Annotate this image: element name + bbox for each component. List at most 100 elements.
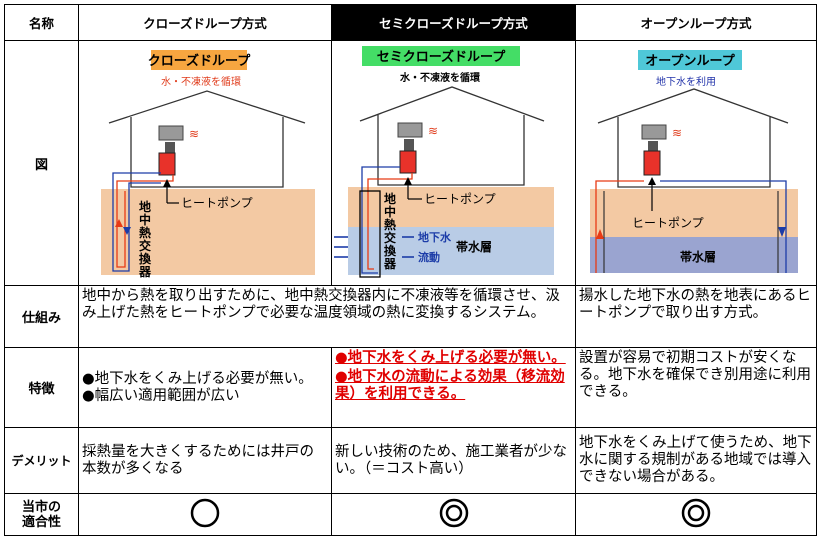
double-circle-icon xyxy=(439,498,468,527)
suitability-row: 当市の 適合性 xyxy=(4,493,817,536)
closed-exchanger-label: 地 中 熱 交 換 器 xyxy=(138,199,152,279)
demerit-open: 地下水をくみ上げて使うため、地下水に関する規制がある地域では導入できない場合があ… xyxy=(575,427,817,494)
soil-layer xyxy=(101,189,315,275)
svg-text:地: 地 xyxy=(384,191,396,206)
heat-wave-icon: ≋ xyxy=(672,126,682,140)
indoor-unit-icon xyxy=(641,124,667,140)
heat-pump-icon xyxy=(158,152,176,176)
svg-text:器: 器 xyxy=(138,265,152,279)
features-open: 設置が容易で初期コストが安くなる。地下水を確保でき別用途に利用できる。 xyxy=(575,347,817,428)
soil-layer xyxy=(348,187,554,227)
open-loop-diagram: オープンループ 地下水を利用 ≋ ヒートポンプ 帯水層 xyxy=(590,50,798,273)
aquifer-layer xyxy=(348,227,554,275)
row-label-mechanism: 仕組み xyxy=(4,285,79,348)
suitability-semi xyxy=(331,493,576,536)
mechanism-open: 揚水した地下水の熱を地表にあるヒートポンプで取り出す方式。 xyxy=(575,285,817,348)
groundwater-label-line1: 地下水 xyxy=(418,230,452,244)
feature-semi-1: ●地下水をくみ上げる必要が無い。 xyxy=(335,350,566,366)
demerit-closed: 採熱量を大きくするためには井戸の本数が多くなる xyxy=(78,427,332,494)
pointer-arrow-icon xyxy=(404,177,412,185)
unit-stand xyxy=(165,142,175,154)
semi-title: セミクローズドループ xyxy=(377,49,507,65)
open-subtitle: 地下水を利用 xyxy=(656,75,716,88)
single-circle-icon xyxy=(190,498,220,527)
semi-closed-diagram: セミクローズドループ 水・不凍液を循環 ≋ 地 中 熱 交 換 xyxy=(334,46,554,278)
heat-wave-icon: ≋ xyxy=(428,124,438,138)
soil-layer xyxy=(590,189,798,237)
semi-heatpump-label: ヒートポンプ xyxy=(424,192,496,206)
svg-text:換: 換 xyxy=(139,251,152,266)
closed-subtitle: 水・不凍液を循環 xyxy=(161,75,241,88)
closed-title: クローズドループ xyxy=(148,53,252,69)
aquifer-layer xyxy=(590,237,798,273)
pipe-red xyxy=(595,180,644,273)
svg-text:熱: 熱 xyxy=(139,225,151,240)
loop-pipe-blue xyxy=(112,172,161,272)
comparison-table: 名称 クローズドループ方式 セミクローズドループ方式 オープンループ方式 図 ク… xyxy=(4,4,817,536)
pipe-red xyxy=(367,173,413,270)
pointer-arrow-icon xyxy=(163,179,171,187)
indoor-unit-icon xyxy=(158,125,184,141)
suitability-closed xyxy=(78,493,332,536)
header-row: 名称 クローズドループ方式 セミクローズドループ方式 オープンループ方式 xyxy=(4,4,817,41)
row-label-figure: 図 xyxy=(4,40,79,286)
features-row: 特徴 ●地下水をくみ上げる必要が無い。 ●幅広い適用範囲が広い ●地下水をくみ上… xyxy=(4,347,817,428)
semi-aquifer-label: 帯水層 xyxy=(456,239,492,254)
groundwater-label-line2: 流動 xyxy=(418,250,440,264)
open-title-box xyxy=(638,50,742,70)
groundwater-flow-arrows xyxy=(334,236,414,258)
borehole xyxy=(359,190,381,278)
open-loop-diagram-cell: オープンループ 地下水を利用 ≋ ヒートポンプ 帯水層 xyxy=(575,40,817,286)
indoor-unit-icon xyxy=(397,122,423,138)
header-open-loop: オープンループ方式 xyxy=(575,4,817,41)
svg-text:熱: 熱 xyxy=(384,217,396,232)
pipe-blue xyxy=(361,166,400,274)
closed-title-box xyxy=(151,50,247,70)
header-semi-closed-loop: セミクローズドループ方式 xyxy=(331,4,576,41)
row-label-suitability: 当市の 適合性 xyxy=(4,493,79,536)
mechanism-shared: 地中から熱を取り出すために、地中熱交換器内に不凍液等を循環させ、汲み上げた熱をヒ… xyxy=(78,285,576,348)
semi-subtitle: 水・不凍液を循環 xyxy=(399,71,481,84)
heat-pump-icon xyxy=(399,150,417,174)
header-name-label: 名称 xyxy=(4,4,79,41)
house-roof xyxy=(597,88,789,124)
house-walls xyxy=(617,117,771,188)
open-aquifer-label: 帯水層 xyxy=(680,249,716,264)
house-walls xyxy=(377,115,525,186)
open-title: オープンループ xyxy=(645,54,735,69)
header-closed-loop: クローズドループ方式 xyxy=(78,4,332,41)
house-roof xyxy=(108,90,306,124)
heat-pump-icon xyxy=(643,150,661,176)
closed-loop-diagram-cell: クローズドループ 水・不凍液を循環 ≋ 地 xyxy=(78,40,332,286)
demerits-row: デメリット 採熱量を大きくするためには井戸の本数が多くなる 新しい技術のため、施… xyxy=(4,427,817,494)
svg-text:中: 中 xyxy=(139,212,151,227)
arrow-up-icon xyxy=(115,219,123,227)
closed-loop-diagram: クローズドループ 水・不凍液を循環 ≋ 地 xyxy=(101,50,315,279)
heat-wave-icon: ≋ xyxy=(189,127,199,141)
svg-text:交: 交 xyxy=(139,238,151,253)
arrow-down-icon xyxy=(123,227,131,235)
semi-exchanger-label: 地 中 熱 交 換 器 xyxy=(383,191,397,271)
feature-closed-2: ●幅広い適用範囲が広い xyxy=(82,387,240,404)
svg-text:交: 交 xyxy=(384,230,396,245)
house-roof xyxy=(359,86,545,122)
arrow-down-icon xyxy=(778,227,786,237)
house-walls xyxy=(130,117,284,188)
figure-row: 図 クローズドループ 水・不凍液を循環 ≋ xyxy=(4,40,817,286)
row-label-demerits: デメリット xyxy=(4,427,79,494)
svg-text:換: 換 xyxy=(384,243,397,258)
mechanism-row: 仕組み 地中から熱を取り出すために、地中熱交換器内に不凍液等を循環させ、汲み上げ… xyxy=(4,285,817,348)
svg-text:地: 地 xyxy=(139,199,151,214)
open-heatpump-label: ヒートポンプ xyxy=(632,216,704,230)
features-closed: ●地下水をくみ上げる必要が無い。 ●幅広い適用範囲が広い xyxy=(78,347,332,428)
suitability-open xyxy=(575,493,817,536)
features-semi: ●地下水をくみ上げる必要が無い。 ●地下水の流動による効果（移流効果）を利用でき… xyxy=(331,347,576,428)
svg-text:器: 器 xyxy=(383,257,397,271)
demerit-semi: 新しい技術のため、施工業者が少ない。（＝コスト高い） xyxy=(331,427,576,494)
pointer-arrow-icon xyxy=(648,177,656,185)
feature-closed-1: ●地下水をくみ上げる必要が無い。 xyxy=(82,370,313,387)
arrow-up-icon xyxy=(596,229,604,239)
semi-closed-diagram-cell: セミクローズドループ 水・不凍液を循環 ≋ 地 中 熱 交 換 xyxy=(331,40,576,286)
closed-heatpump-label: ヒートポンプ xyxy=(181,196,253,210)
svg-text:中: 中 xyxy=(384,204,396,219)
